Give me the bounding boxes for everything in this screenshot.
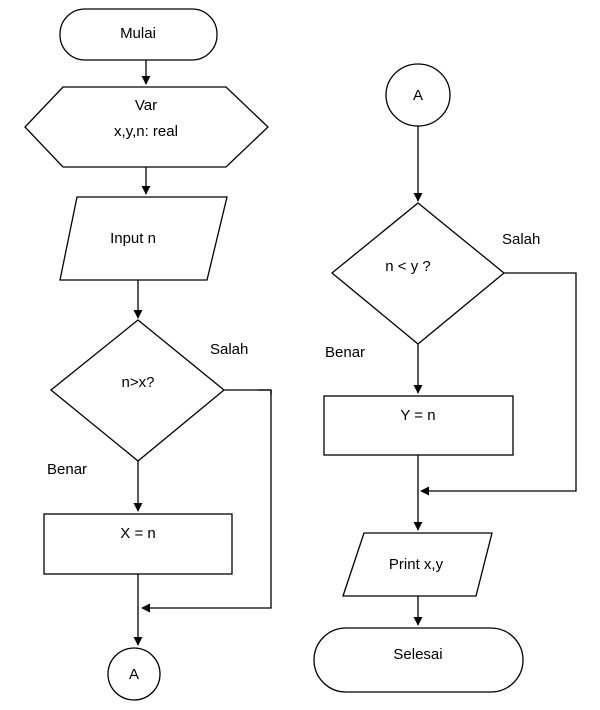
yes-label-left: Benar — [47, 461, 87, 478]
decision-label-left: n>x? — [122, 374, 155, 391]
end-terminator — [313, 627, 524, 693]
assign-y-process — [323, 395, 514, 456]
end-label: Selesai — [393, 646, 442, 663]
no-branch-right — [420, 272, 577, 496]
start-label: Mulai — [120, 25, 156, 42]
output-parallelogram — [342, 532, 493, 597]
input-label: Input n — [110, 230, 156, 247]
connector-a-left — [107, 647, 161, 701]
declaration-line1: Var — [135, 97, 157, 114]
no-branch-left — [141, 389, 272, 613]
connector-a-left-label: A — [129, 666, 139, 683]
no-branch-left-arrow-down — [258, 389, 272, 395]
connector-a-right-label: A — [413, 87, 423, 104]
no-label-left: Salah — [210, 341, 248, 358]
declaration-hexagon — [24, 86, 269, 168]
input-parallelogram — [59, 196, 228, 281]
decision-label-right: n < y ? — [385, 258, 430, 275]
assign-x-label: X = n — [120, 525, 155, 542]
yes-label-right: Benar — [325, 344, 365, 361]
assign-y-label: Y = n — [400, 407, 435, 424]
assign-x-process — [43, 513, 233, 575]
no-label-right: Salah — [502, 231, 540, 248]
declaration-line2: x,y,n: real — [114, 123, 178, 140]
start-terminator — [59, 8, 218, 61]
output-label: Print x,y — [389, 556, 444, 573]
